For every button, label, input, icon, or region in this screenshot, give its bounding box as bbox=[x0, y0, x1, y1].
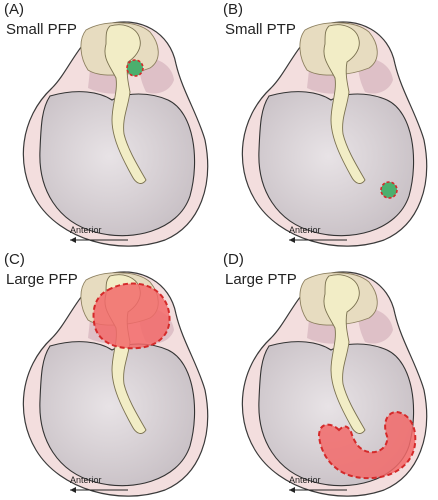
small-pars-flaccida-perforation bbox=[126, 59, 144, 77]
panel-title: Small PFP bbox=[6, 21, 77, 38]
panel-letter: (B) bbox=[223, 1, 243, 18]
anterior-label: Anterior bbox=[289, 225, 321, 235]
panel-title: Small PTP bbox=[225, 21, 296, 38]
tympanic-membrane-illustration bbox=[219, 250, 438, 500]
panel-d: (D) Large PTP Anterior bbox=[219, 250, 438, 500]
panel-letter: (D) bbox=[223, 251, 244, 268]
anterior-label: Anterior bbox=[289, 475, 321, 485]
tympanic-membrane-illustration bbox=[0, 250, 219, 500]
large-pars-flaccida-perforation bbox=[92, 282, 171, 350]
panel-letter: (C) bbox=[4, 251, 25, 268]
small-pars-tensa-perforation bbox=[380, 181, 398, 199]
panel-letter: (A) bbox=[4, 1, 24, 18]
large-pars-tensa-perforation bbox=[317, 410, 417, 480]
panel-c: (C) Large PFP Anterior bbox=[0, 250, 219, 500]
anterior-label: Anterior bbox=[70, 475, 102, 485]
anterior-label: Anterior bbox=[70, 225, 102, 235]
panel-title: Large PTP bbox=[225, 271, 297, 288]
panel-b: (B) Small PTP Anterior bbox=[219, 0, 438, 250]
panel-title: Large PFP bbox=[6, 271, 78, 288]
panel-a: (A) Small PFP Anterior bbox=[0, 0, 219, 250]
tympanic-membrane-illustration bbox=[0, 0, 219, 250]
tympanic-membrane-illustration bbox=[219, 0, 438, 250]
